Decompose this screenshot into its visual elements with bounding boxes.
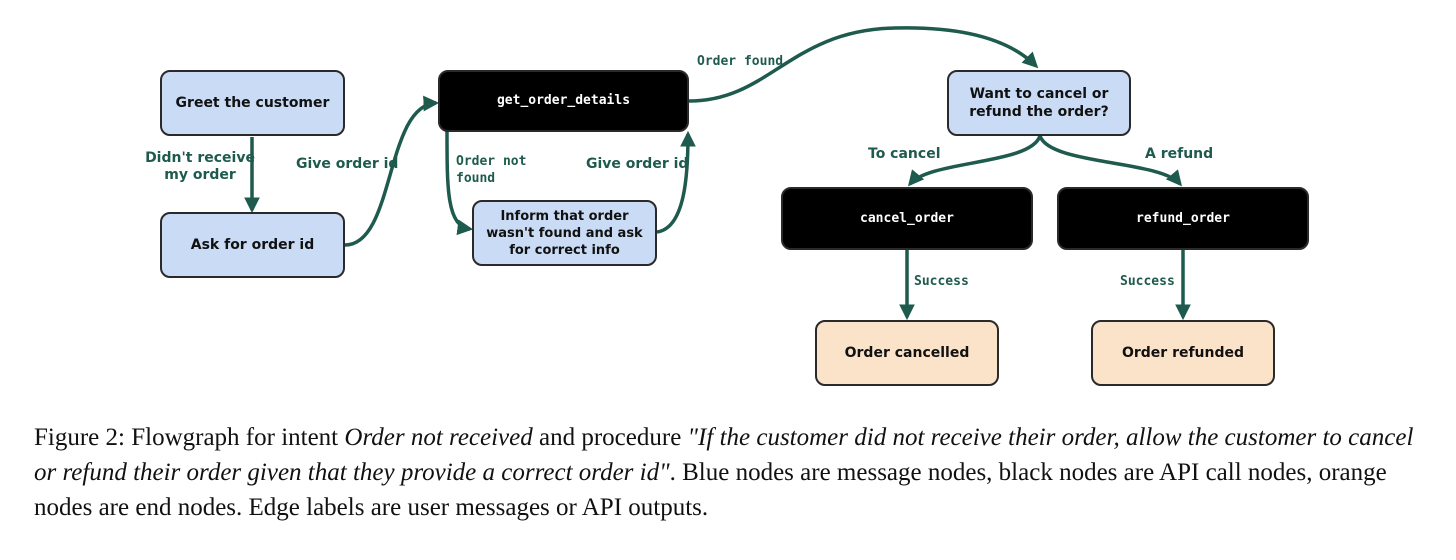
caption-intent: Order not received (344, 424, 533, 451)
node-get-order-details: get_order_details (438, 70, 689, 132)
caption-prefix: Figure 2: Flowgraph for intent (34, 424, 345, 451)
figure-caption: Figure 2: Flowgraph for intent Order not… (34, 420, 1426, 525)
edge-ask-to-get-order (344, 95, 440, 247)
edge-layer (244, 26, 1191, 321)
caption-procedure: "If the customer did not receive their o… (34, 424, 1414, 486)
edge-get-order-to-inform (445, 130, 474, 236)
edge-label-give-order-id-2: Give order id (586, 156, 689, 172)
node-order-refunded-label: Order refunded (1121, 345, 1245, 361)
node-refund-order-label: refund_order (1136, 210, 1230, 226)
edge-label-success-1: Success (914, 274, 969, 289)
caption-middle: and procedure (532, 424, 688, 451)
node-order-cancelled: Order cancelled (815, 320, 999, 386)
edge-label-order-found: Order found (697, 54, 784, 69)
node-want-cancel-refund: Want to cancel or refund the order? (947, 70, 1131, 136)
node-ask-order-id: Ask for order id (160, 212, 345, 278)
edge-want-to-cancel (907, 135, 1042, 187)
node-order-refunded: Order refunded (1091, 320, 1275, 386)
node-greet-customer: Greet the customer (160, 70, 345, 136)
node-inform-not-found: Inform that order wasn't found and ask f… (472, 200, 657, 266)
node-order-cancelled-label: Order cancelled (844, 345, 970, 361)
node-refund-order: refund_order (1057, 187, 1309, 250)
node-greet-customer-label: Greet the customer (175, 95, 330, 111)
node-ask-order-id-label: Ask for order id (190, 237, 315, 253)
edge-inform-to-get-order (656, 130, 696, 234)
node-inform-not-found-label: Inform that order wasn't found and ask f… (486, 208, 643, 258)
node-get-order-details-label: get_order_details (496, 93, 631, 108)
edge-label-to-cancel: To cancel (868, 146, 941, 162)
edge-label-order-not-found: Order not found (456, 154, 527, 186)
node-want-cancel-refund-label: Want to cancel or refund the order? (969, 86, 1109, 120)
edge-get-order-to-want (688, 26, 1039, 103)
caption-suffix: . Blue nodes are message nodes, black no… (34, 459, 1387, 521)
node-cancel-order: cancel_order (781, 187, 1033, 250)
flowgraph-diagram: Greet the customer Ask for order id get_… (145, 26, 1309, 386)
edge-want-to-refund (1038, 135, 1183, 187)
edge-label-didnt-receive: Didn't receive my order (145, 150, 255, 183)
node-cancel-order-label: cancel_order (860, 210, 954, 226)
edge-label-success-2: Success (1120, 274, 1175, 289)
edge-label-a-refund: A refund (1145, 146, 1214, 162)
edge-label-give-order-id-1: Give order id (296, 156, 399, 172)
